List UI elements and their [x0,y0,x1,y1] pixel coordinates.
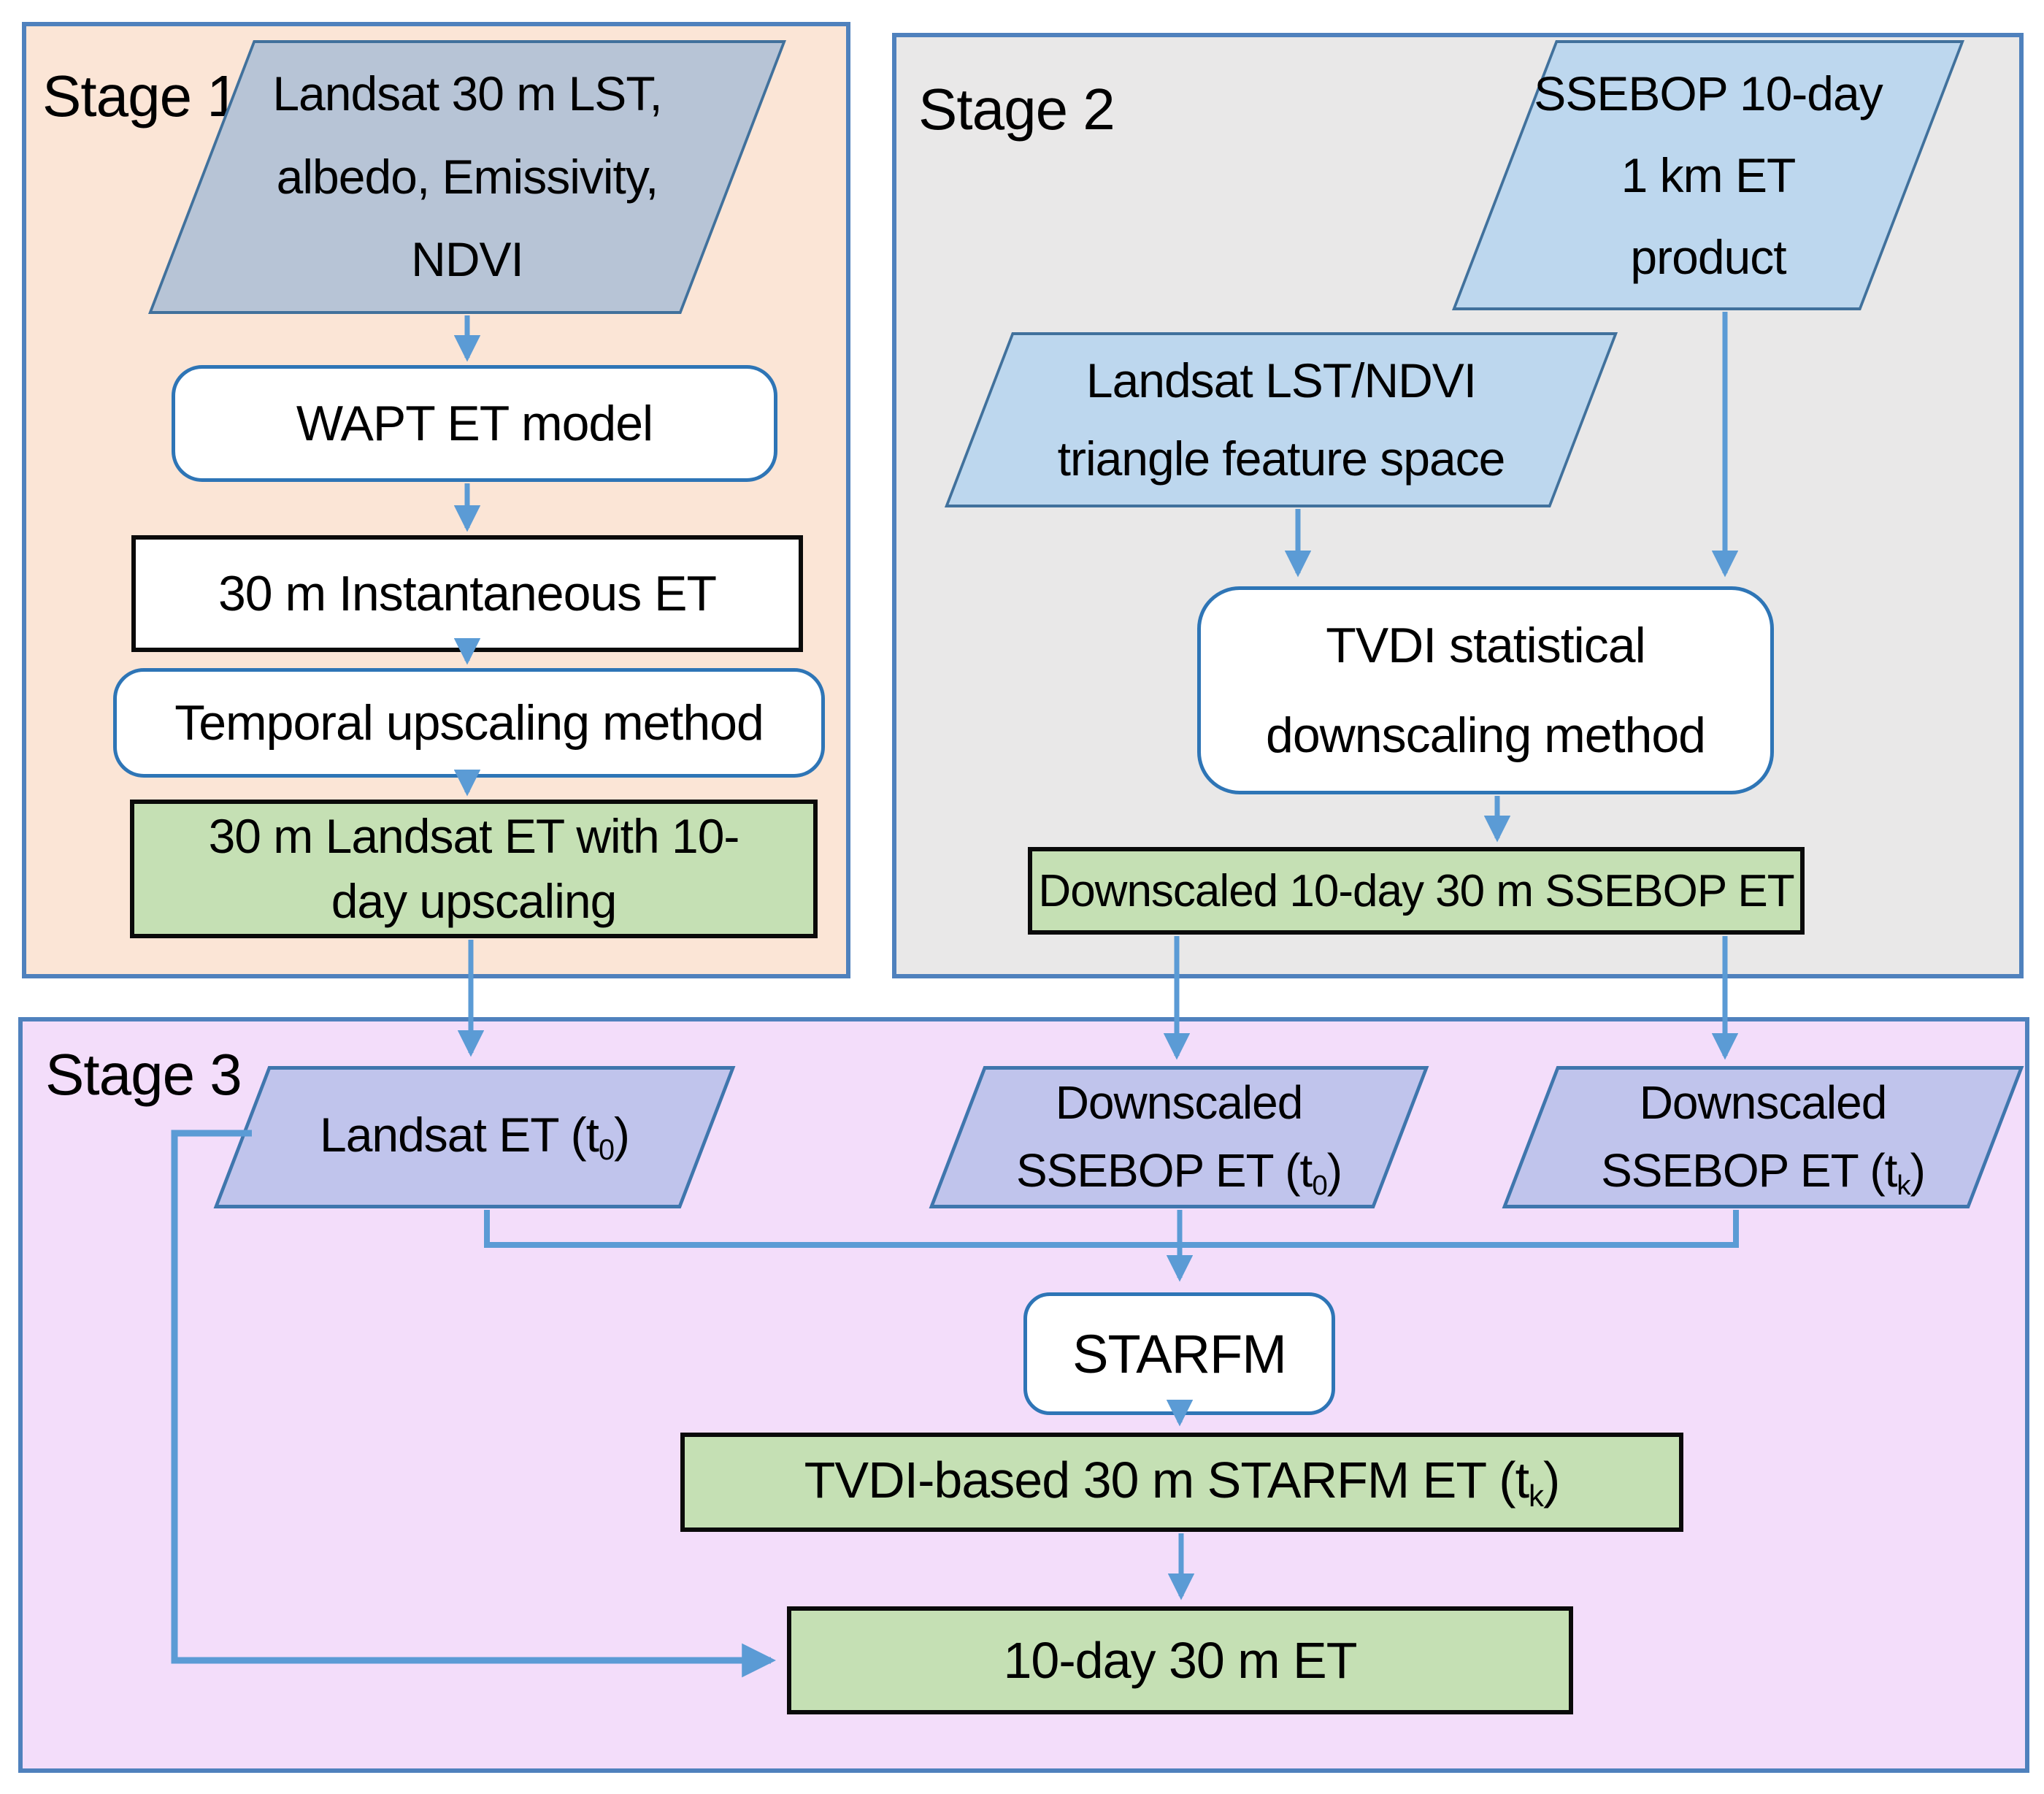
stage1-output-box: 30 m Landsat ET with 10- day upscaling [130,800,818,938]
temporal-upscaling-box: Temporal upscaling method [113,668,825,778]
stage1-input-text: Landsat 30 m LST, albedo, Emissivity, ND… [204,43,731,311]
stage3-label: Stage 3 [45,1042,242,1107]
downscaled-ssebop-t0-line2: SSEBOP ET (t0) [1015,1143,1342,1201]
stage2-label: Stage 2 [918,77,1115,142]
downscaled-ssebop-tk-line1: Downscaled [1639,1076,1887,1129]
landsat-et-t0-line: Landsat ET (t0) [319,1108,629,1167]
tvdi-downscaling-box: TVDI statistical downscaling method [1197,586,1774,794]
instantaneous-et-label: 30 m Instantaneous ET [218,566,717,621]
final-output-label: 10-day 30 m ET [1003,1632,1358,1689]
stage2-output-box: Downscaled 10-day 30 m SSEBOP ET [1028,847,1805,935]
ssebop-product-parallelogram: SSEBOP 10-day 1 km ET product [1451,40,1965,310]
ssebop-product-text: SSEBOP 10-day 1 km ET product [1507,43,1910,307]
triangle-feature-line2: triangle feature space [1057,432,1505,486]
stage2-output-label: Downscaled 10-day 30 m SSEBOP ET [1038,865,1794,916]
ssebop-product-line2: 1 km ET [1621,147,1796,202]
stage1-output-line1: 30 m Landsat ET with 10- [208,808,740,863]
stage1-input-line2: albedo, Emissivity, [276,149,658,204]
starfm-label: STARFM [1072,1323,1287,1384]
tvdi-downscaling-line1: TVDI statistical [1326,618,1645,674]
starfm-box: STARFM [1023,1292,1335,1415]
downscaled-ssebop-tk-parallelogram: Downscaled SSEBOP ET (tk) [1502,1066,2024,1208]
ssebop-product-line3: product [1630,230,1786,285]
triangle-feature-parallelogram: Landsat LST/NDVI triangle feature space [944,332,1618,507]
landsat-et-t0-parallelogram: Landsat ET (t0) [213,1066,736,1208]
stage1-input-parallelogram: Landsat 30 m LST, albedo, Emissivity, ND… [148,40,786,314]
stage1-input-line1: Landsat 30 m LST, [272,66,662,121]
downscaled-ssebop-t0-parallelogram: Downscaled SSEBOP ET (t0) [929,1066,1429,1208]
triangle-feature-line1: Landsat LST/NDVI [1086,353,1477,408]
final-output-box: 10-day 30 m ET [787,1606,1573,1714]
wapt-et-model-label: WAPT ET model [296,396,653,451]
tvdi-starfm-output-label: TVDI-based 30 m STARFM ET (tk) [804,1452,1561,1513]
downscaled-ssebop-t0-text: Downscaled SSEBOP ET (t0) [960,1070,1398,1205]
downscaled-ssebop-t0-line1: Downscaled [1055,1076,1303,1129]
temporal-upscaling-label: Temporal upscaling method [174,695,764,751]
wapt-et-model-box: WAPT ET model [172,365,777,482]
ssebop-product-line1: SSEBOP 10-day [1534,66,1883,120]
stage1-label: Stage 1 [42,64,239,129]
stage1-output-line2: day upscaling [331,874,618,928]
instantaneous-et-box: 30 m Instantaneous ET [131,535,803,652]
triangle-feature-text: Landsat LST/NDVI triangle feature space [981,335,1581,505]
downscaled-ssebop-tk-text: Downscaled SSEBOP ET (tk) [1533,1070,1993,1205]
stage1-input-line3: NDVI [411,232,523,287]
tvdi-starfm-output-box: TVDI-based 30 m STARFM ET (tk) [680,1433,1683,1532]
downscaled-ssebop-tk-line2: SSEBOP ET (tk) [1601,1143,1925,1201]
landsat-et-t0-text: Landsat ET (t0) [245,1070,704,1205]
tvdi-downscaling-line2: downscaling method [1266,707,1706,763]
